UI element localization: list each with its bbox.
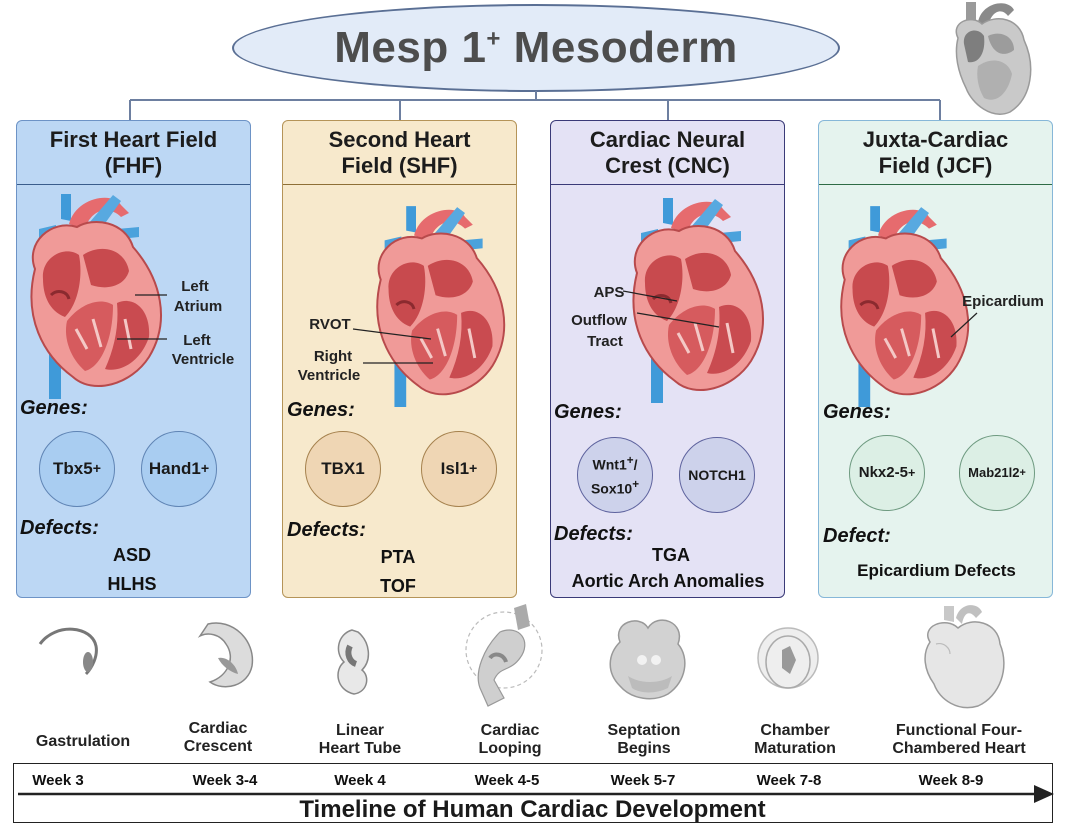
defect-label: Defect: xyxy=(823,525,891,547)
label-aps: APS xyxy=(593,284,625,301)
week-label: Week 7-8 xyxy=(756,772,822,789)
label-left-ventricle-1: Left xyxy=(183,332,211,349)
stage-functional-heart: Functional Four-Chambered Heart xyxy=(892,722,1026,757)
embryo-stage-icon xyxy=(197,622,254,688)
label-epicardium: Epicardium xyxy=(962,293,1044,310)
embryo-stage-icon xyxy=(757,627,819,689)
gene-mab21l2: Mab21l2+ xyxy=(959,435,1035,511)
label-rvot: RVOT xyxy=(309,316,351,333)
genes-label: Genes: xyxy=(554,401,622,423)
heart-anatomy-icon xyxy=(622,196,765,405)
label-right-ventricle-1: Right xyxy=(313,348,353,365)
heart-anatomy-icon xyxy=(839,204,978,407)
embryo-stage-icon xyxy=(38,627,98,676)
embryo-stage-icon xyxy=(609,619,686,700)
timeline-arrow xyxy=(18,785,1054,803)
genes-label: Genes: xyxy=(823,401,891,423)
panel-divider xyxy=(819,184,1052,185)
defect-aortic-arch: Aortic Arch Anomalies xyxy=(571,571,765,591)
stage-gastrulation: Gastrulation xyxy=(35,733,131,750)
week-label: Week 4 xyxy=(334,772,386,789)
gene-tbx1: TBX1 xyxy=(305,431,381,507)
embryo-stage-icon xyxy=(337,629,370,695)
embryo-stage-icon xyxy=(465,604,543,707)
defects-label: Defects: xyxy=(554,523,633,545)
label-left-atrium-2: Atrium xyxy=(173,298,223,315)
defect-hlhs: HLHS xyxy=(107,574,157,594)
gene-isl1: Isl1+ xyxy=(421,431,497,507)
label-tract: Tract xyxy=(587,333,623,350)
label-left-atrium-1: Left xyxy=(181,278,209,295)
genes-label: Genes: xyxy=(20,397,88,419)
embryo-stage-icon xyxy=(924,605,1005,709)
week-label: Week 4-5 xyxy=(474,772,540,789)
label-outflow: Outflow xyxy=(571,312,627,329)
panel-divider xyxy=(551,184,784,185)
defect-pta: PTA xyxy=(380,547,416,567)
connector-lines xyxy=(129,91,941,120)
timeline-box xyxy=(13,763,1053,823)
gene-notch1: NOTCH1 xyxy=(679,437,755,513)
defect-tof: TOF xyxy=(380,576,416,596)
title-oval: Mesp 1+ Mesoderm xyxy=(232,4,840,92)
gray-heart-icon xyxy=(955,2,1032,115)
defect-asd: ASD xyxy=(112,545,151,565)
week-label: Week 3-4 xyxy=(192,772,258,789)
defects-label: Defects: xyxy=(20,517,99,539)
gene-hand1: Hand1+ xyxy=(141,431,217,507)
timeline-title: Timeline of Human Cardiac Development xyxy=(299,796,766,823)
panel-divider xyxy=(283,184,516,185)
gene-wnt1-sox10: Wnt1+/Sox10+ xyxy=(577,437,653,513)
heart-anatomy-icon xyxy=(352,204,506,407)
week-label: Week 3 xyxy=(32,772,84,789)
defects-label: Defects: xyxy=(287,519,366,541)
week-label: Week 5-7 xyxy=(610,772,676,789)
label-left-ventricle-2: Ventricle xyxy=(171,351,235,368)
genes-label: Genes: xyxy=(287,399,355,421)
defect-tga: TGA xyxy=(652,545,690,565)
panel-title: First Heart Field(FHF) xyxy=(49,127,218,178)
panel-fhf: First Heart Field(FHF) Left Atrium Left … xyxy=(16,120,251,598)
week-label: Week 8-9 xyxy=(918,772,984,789)
gene-tbx5: Tbx5+ xyxy=(39,431,115,507)
gene-nkx2-5: Nkx2-5+ xyxy=(849,435,925,511)
label-right-ventricle-2: Ventricle xyxy=(297,367,361,384)
embryo-stage-icons xyxy=(38,604,1005,709)
heart-anatomy-icon xyxy=(29,192,167,401)
diagram-title: Mesp 1+ Mesoderm xyxy=(334,23,738,72)
panel-divider xyxy=(17,184,250,185)
defect-epicardium: Epicardium Defects xyxy=(857,561,1016,580)
